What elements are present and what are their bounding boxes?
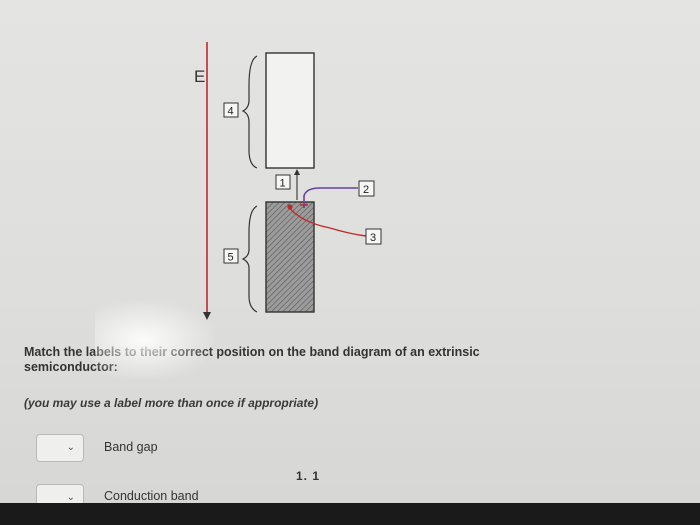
answer-preview: 1. 1: [296, 469, 321, 483]
question-text: Match the labels to their correct positi…: [24, 345, 480, 374]
label-box-4[interactable]: [223, 102, 239, 118]
chevron-down-icon: ⌄: [66, 492, 75, 503]
label-5: 5: [228, 252, 234, 264]
label-box-3[interactable]: [365, 228, 382, 245]
chevron-down-icon: ⌄: [66, 442, 75, 453]
label-2: 2: [363, 184, 369, 196]
brace-upper: [241, 55, 258, 169]
label-box-5[interactable]: [223, 248, 239, 264]
level-dot: [287, 204, 293, 210]
band-gap-select[interactable]: ⌄: [36, 434, 84, 462]
brace-lower: [241, 205, 258, 313]
level-line-2: [303, 187, 358, 208]
label-box-1[interactable]: [275, 174, 291, 190]
energy-axis-label: E: [194, 67, 205, 86]
energy-axis-arrow: [203, 312, 211, 320]
question-hint: (you may use a label more than once if a…: [24, 396, 319, 410]
conduction-band-box: [265, 52, 315, 169]
gap-arrow-head-up: [294, 169, 300, 175]
label-box-2[interactable]: [358, 180, 375, 197]
label-3: 3: [370, 232, 376, 244]
screen-bezel: [0, 503, 700, 525]
label-4: 4: [228, 106, 234, 118]
valence-band-box: [265, 201, 315, 313]
band-gap-label: Band gap: [104, 440, 158, 454]
conduction-band-label: Conduction band: [104, 489, 199, 503]
level-line-3: [287, 205, 367, 237]
band-diagram: E 4 5 1 2 3: [194, 42, 382, 320]
label-1: 1: [280, 178, 286, 190]
